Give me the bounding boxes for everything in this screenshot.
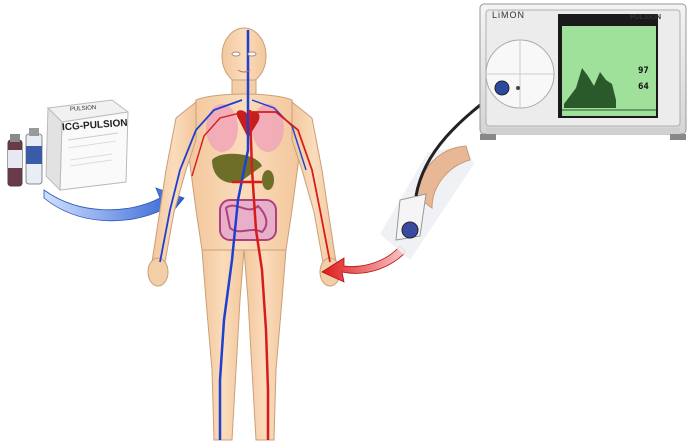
icg-vial-icon — [8, 128, 42, 186]
limon-monitor-icon — [480, 4, 686, 140]
icg-box-icon — [46, 100, 128, 190]
human-anatomy-figure — [148, 28, 340, 440]
screen-value-2: 64 — [638, 82, 649, 92]
monitor-logo-label: PULSION — [630, 14, 661, 21]
monitor-brand-label: LiMON — [492, 10, 525, 20]
screen-value-1: 97 — [638, 66, 649, 76]
